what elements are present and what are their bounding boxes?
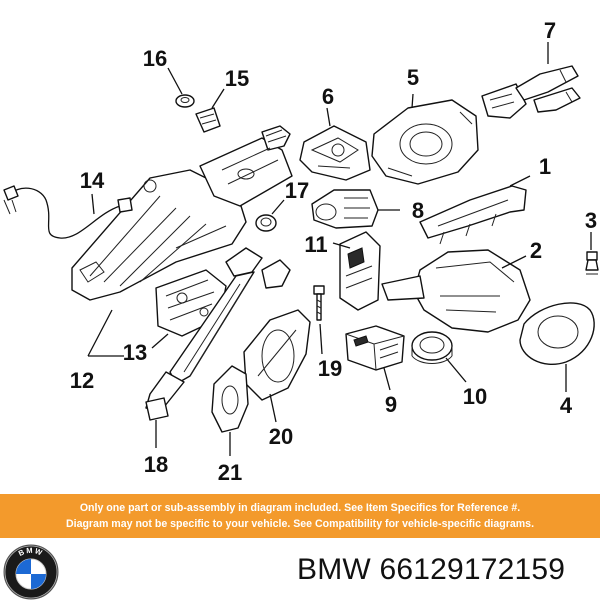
callout-12: 12 [70,368,94,393]
part-7-stalk [481,65,581,119]
part-16-bushing [175,94,195,108]
callout-2: 2 [530,238,542,263]
callout-16: 16 [143,46,167,71]
part-3-clip [585,251,599,275]
part-19-screw [313,285,325,321]
bmw-quadrant-top-left [16,559,31,574]
part-21-flange [211,365,249,433]
bmw-logo-letters: BMW [17,546,45,558]
part-11-switch-housing [339,231,381,311]
part-20-shroud [243,309,311,401]
callout-11: 11 [304,232,327,257]
intermediate-shaft [145,247,291,421]
parts-diagram: 1 2 3 4 5 6 7 8 9 10 11 12 13 14 15 16 1… [3,18,599,485]
leader-lines [87,42,592,456]
part-6-sensor [299,125,371,181]
callouts: 1 2 3 4 5 6 7 8 9 10 11 12 13 14 15 16 1… [70,18,597,485]
disclaimer-line-1: Only one part or sub-assembly in diagram… [79,502,521,514]
disclaimer-line-2: Diagram may not be specific to your vehi… [65,518,535,530]
upper-column-tube [199,125,293,207]
callout-7: 7 [544,18,556,43]
callout-1: 1 [539,154,551,179]
disclaimer-banner: Only one part or sub-assembly in diagram… [0,494,600,538]
bmw-quadrant-bottom-right [31,574,46,589]
part-4-trim-ring [519,302,595,365]
callout-17: 17 [285,178,309,203]
callout-13: 13 [123,340,147,365]
callout-3: 3 [585,208,597,233]
callout-8: 8 [412,198,424,223]
callout-4: 4 [560,393,573,418]
part-5-switch-housing [371,99,479,185]
callout-18: 18 [144,452,168,477]
callout-21: 21 [218,460,242,485]
callout-20: 20 [269,424,293,449]
part-9-control-module [345,325,405,371]
callout-10: 10 [463,384,487,409]
part-number: BMW 66129172159 [297,553,566,586]
part-10-ring [411,331,453,364]
callout-14: 14 [80,168,105,193]
part-8-ignition-switch [311,189,379,229]
bmw-logo: BMW [3,544,59,600]
part-17-cap [255,214,277,232]
callout-6: 6 [322,84,334,109]
part-14-cable [3,185,133,239]
callout-15: 15 [225,66,249,91]
callout-19: 19 [318,356,342,381]
part-2-lower-cover [381,249,531,333]
callout-9: 9 [385,392,397,417]
callout-5: 5 [407,65,419,90]
part-1-trim-strip [419,185,527,245]
part-12-column-bracket [71,169,247,301]
part-15-pin [195,107,221,133]
